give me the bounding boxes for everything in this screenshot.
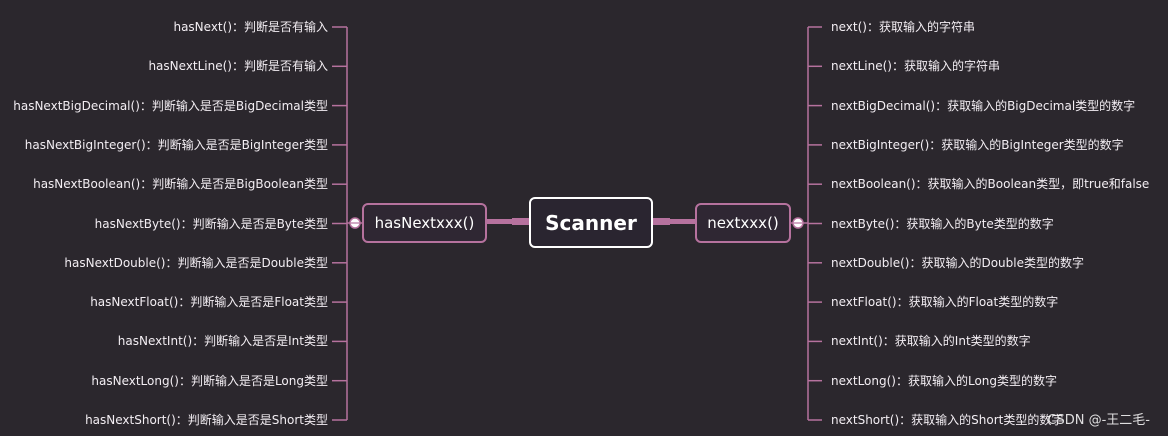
left-branch-connector	[487, 219, 529, 224]
branch-node-nextxxx[interactable]: nextxxx()	[695, 203, 791, 243]
right-branch-connector	[653, 219, 695, 224]
right-leaf-7[interactable]: nextFloat()：获取输入的Float类型的数字	[831, 295, 1059, 310]
central-node-scanner[interactable]: Scanner	[529, 197, 653, 248]
left-leaf-2[interactable]: hasNextBigDecimal()：判断输入是否是BigDecimal类型	[13, 98, 328, 113]
left-leaf-0[interactable]: hasNext()：判断是否有输入	[173, 20, 328, 34]
branch-node-hasnextxxx[interactable]: hasNextxxx()	[362, 203, 487, 243]
right-leaf-5[interactable]: nextByte()：获取输入的Byte类型的数字	[831, 216, 1054, 231]
left-leaf-9[interactable]: hasNextLong()：判断输入是否是Long类型	[91, 373, 328, 388]
watermark: CSDN @-王二毛-	[1047, 413, 1150, 428]
right-leaf-9[interactable]: nextLong()：获取输入的Long类型的数字	[831, 373, 1058, 388]
right-leaf-6[interactable]: nextDouble()：获取输入的Double类型的数字	[831, 255, 1084, 270]
right-leaf-10[interactable]: nextShort()：获取输入的Short类型的数字	[831, 413, 1064, 427]
right-tree-lines	[791, 26, 822, 421]
right-leaf-8[interactable]: nextInt()：获取输入的Int类型的数字	[831, 334, 1031, 349]
left-leaf-8[interactable]: hasNextInt()：判断输入是否是Int类型	[117, 334, 328, 349]
left-leaf-6[interactable]: hasNextDouble()：判断输入是否是Double类型	[64, 255, 328, 270]
right-leaf-2[interactable]: nextBigDecimal()：获取输入的BigDecimal类型的数字	[831, 98, 1136, 113]
right-leaf-0[interactable]: next()：获取输入的字符串	[831, 20, 975, 34]
right-branch-connector-knob	[653, 218, 670, 225]
left-leaf-7[interactable]: hasNextFloat()：判断输入是否是Float类型	[90, 295, 328, 310]
right-leaf-3[interactable]: nextBigInteger()：获取输入的BigInteger类型的数字	[831, 137, 1124, 152]
left-tree-lines	[332, 26, 362, 421]
left-leaf-10[interactable]: hasNextShort()：判断输入是否是Short类型	[85, 413, 328, 427]
right-leaf-4[interactable]: nextBoolean()：获取输入的Boolean类型，即true和false	[831, 177, 1150, 192]
left-leaf-4[interactable]: hasNextBoolean()：判断输入是否是BigBoolean类型	[33, 177, 328, 192]
left-leaf-3[interactable]: hasNextBigInteger()：判断输入是否是BigInteger类型	[24, 137, 328, 152]
left-leaf-1[interactable]: hasNextLine()：判断是否有输入	[148, 59, 328, 74]
left-leaf-5[interactable]: hasNextByte()：判断输入是否是Byte类型	[94, 216, 328, 231]
left-branch-connector-knob	[512, 218, 529, 225]
right-leaf-1[interactable]: nextLine()：获取输入的字符串	[831, 59, 1000, 74]
